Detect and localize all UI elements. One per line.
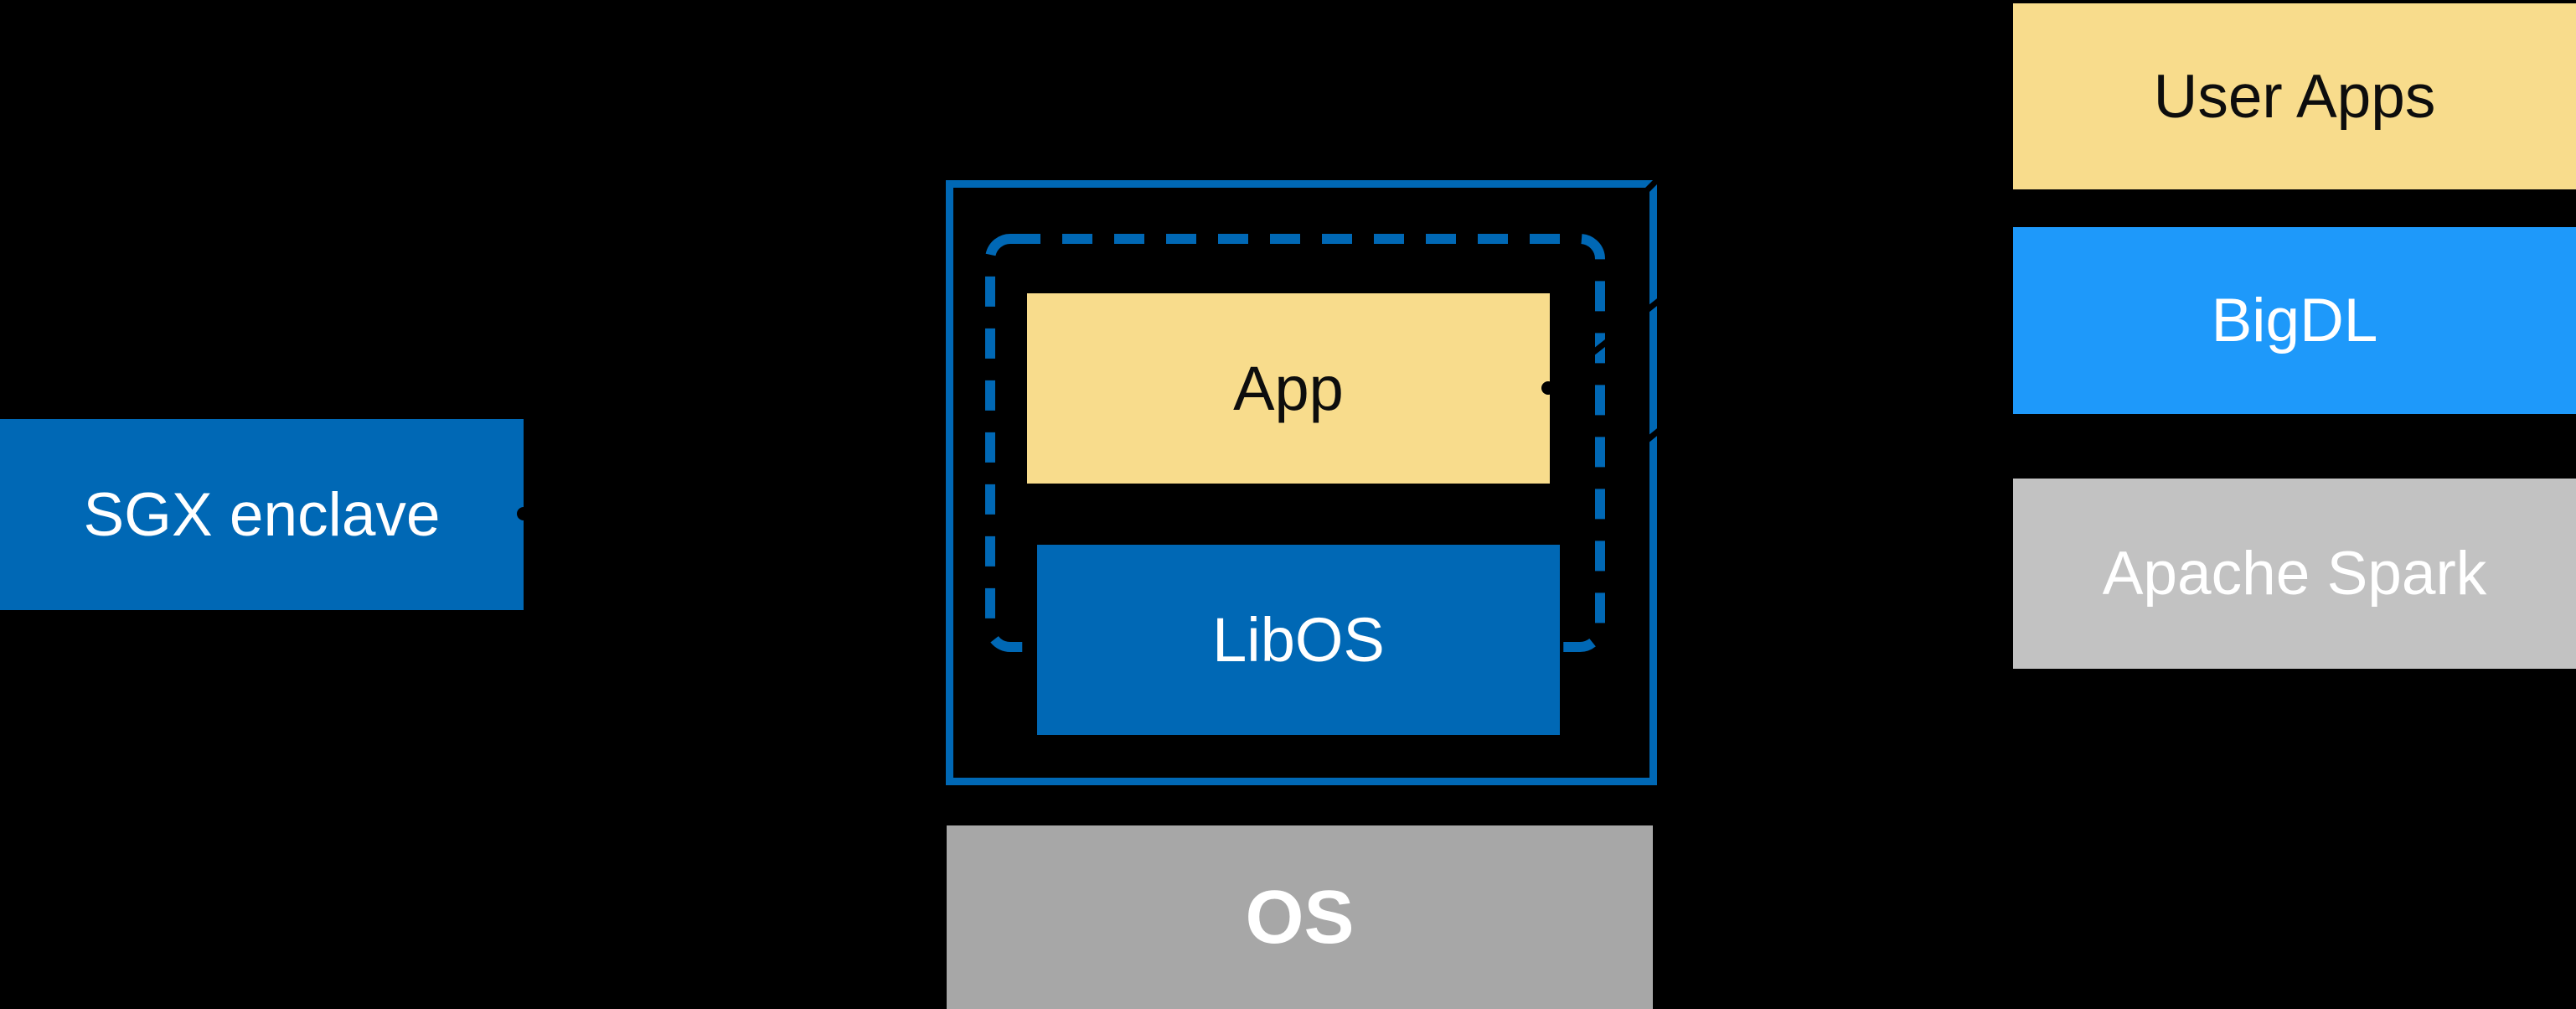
os-box: OS bbox=[947, 825, 1653, 1009]
libos-label: LibOS bbox=[1212, 604, 1385, 675]
bigdl-box: BigDL bbox=[2013, 227, 2576, 414]
user-apps-box: User Apps bbox=[2013, 3, 2576, 189]
libos-box: LibOS bbox=[1037, 545, 1560, 735]
enclave-container-box bbox=[946, 180, 1657, 785]
user-apps-label: User Apps bbox=[2153, 62, 2436, 131]
os-label: OS bbox=[1245, 875, 1355, 960]
apache-spark-box: Apache Spark bbox=[2013, 479, 2576, 669]
apache-spark-label: Apache Spark bbox=[2102, 540, 2487, 608]
app-label: App bbox=[1233, 353, 1344, 423]
app-box: App bbox=[1027, 293, 1550, 484]
bigdl-label: BigDL bbox=[2211, 287, 2378, 354]
sgx-enclave-box: SGX enclave bbox=[0, 419, 524, 610]
sgx-enclave-label: SGX enclave bbox=[83, 480, 441, 549]
dashed-rounded-rect bbox=[985, 234, 1605, 652]
